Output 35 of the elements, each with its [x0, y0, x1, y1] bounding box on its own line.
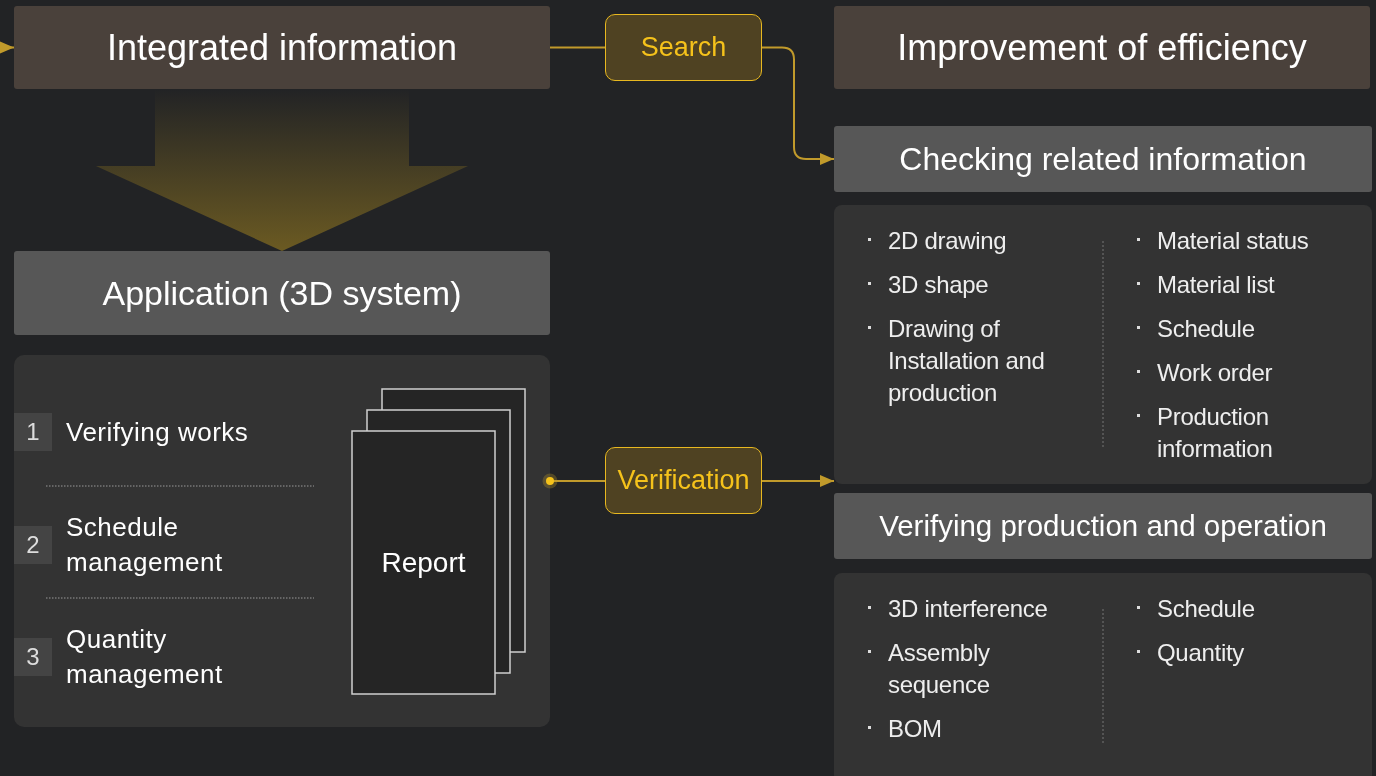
list-item: BOM	[888, 715, 942, 742]
list-item: Production information	[1157, 403, 1273, 462]
step-number: 1	[14, 413, 52, 451]
section-header: Verifying production and operation	[834, 493, 1372, 559]
section-header: Application (3D system)	[14, 251, 550, 335]
verification-tag: Verification	[605, 447, 762, 514]
list-item: 3D interference	[888, 595, 1048, 622]
list-item: Material status	[1157, 227, 1309, 254]
step-label: Verifying works	[66, 415, 249, 449]
header-box: Improvement of efficiency	[834, 6, 1370, 89]
step-label: Schedule management	[66, 511, 224, 579]
step-number: 3	[14, 638, 52, 676]
list-item: Quantity	[1157, 639, 1244, 666]
arrow	[761, 475, 835, 487]
list-item: 2D drawing	[888, 227, 1007, 254]
report-label: Report	[381, 546, 466, 579]
list-item: 3D shape	[888, 271, 989, 298]
header-box: Integrated information	[14, 6, 550, 89]
info-list-panel	[834, 205, 1372, 484]
arrow	[761, 46, 835, 165]
section-header: Checking related information	[834, 126, 1372, 192]
arrow	[0, 41, 15, 54]
panel-background	[14, 355, 550, 727]
list-item: Drawing of Installation and production	[888, 315, 1045, 406]
connector-line	[549, 46, 606, 49]
check-list-panel	[834, 573, 1372, 776]
list-item: Schedule	[1157, 315, 1255, 342]
list-item: Assembly sequence	[888, 639, 990, 698]
list-item: Material list	[1157, 271, 1275, 298]
list-item: Work order	[1157, 359, 1273, 386]
search-tag: Search	[605, 14, 762, 81]
step-label: Quantity management	[66, 623, 224, 691]
list-item: Schedule	[1157, 595, 1255, 622]
report-pages-drawing	[351, 388, 527, 696]
step-number: 2	[14, 526, 52, 564]
